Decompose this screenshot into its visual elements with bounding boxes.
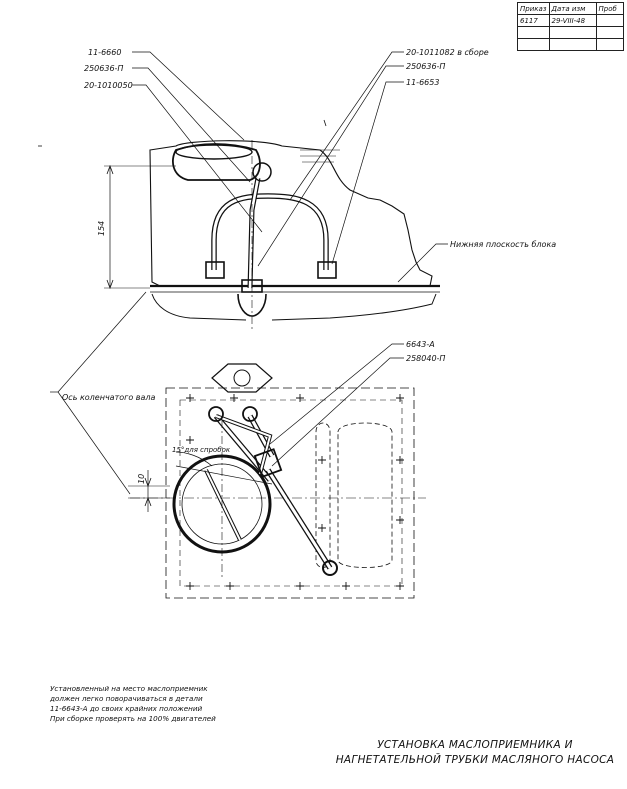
plan-tube-long-inner <box>266 469 332 569</box>
side-view <box>38 51 448 330</box>
leader-258040 <box>271 357 404 467</box>
stamp-row <box>517 38 624 51</box>
crank-window-right <box>337 422 393 568</box>
note-line: Установленный на место маслоприемник <box>50 684 208 693</box>
note-line: При сборке проверять на 100% двигателей <box>50 714 216 723</box>
leader-250636-right <box>257 65 404 267</box>
fitting-end <box>322 560 338 576</box>
leader-250636-left <box>132 67 251 183</box>
strainer-bar-inner <box>205 469 241 541</box>
elbow-fitting <box>252 162 272 182</box>
dimension-arrow-bottom <box>106 279 114 290</box>
oil-pan-contour <box>151 293 437 321</box>
note-line: 11-6643-А до своих крайних положений <box>50 704 203 713</box>
leader-11-6653 <box>331 81 404 265</box>
engine-block-outline <box>149 140 433 287</box>
title-line: УСТАНОВКА МАСЛОПРИЕМНИКА И <box>377 739 573 751</box>
oil-pump-cap <box>175 144 253 160</box>
revision-stamp-table: Приказ Дата изм Проб 6117 29-VIII-48 <box>517 2 624 51</box>
oil-tube-u <box>211 193 329 270</box>
angle-15-arc <box>175 451 213 467</box>
block-hatching <box>300 149 340 163</box>
callout-20-1011082: 20-1011082 в сборе <box>406 48 489 57</box>
leader-20-1011082 <box>289 51 404 201</box>
crankshaft-axis-label: Ось коленчатого вала <box>62 393 156 402</box>
oil-tube-u-inner <box>212 194 328 270</box>
stray-mark <box>323 119 327 127</box>
pump-flange-port <box>233 369 251 387</box>
leader-axis-to-side <box>57 291 147 393</box>
right-nut <box>317 261 337 279</box>
leader-lower-plane <box>397 243 448 283</box>
dimension-10-arrow <box>144 477 152 507</box>
fitting-a <box>208 406 224 422</box>
dimension-arrow-top <box>106 164 114 175</box>
left-nut <box>205 261 225 279</box>
bolt-marks <box>186 394 404 590</box>
stamp-cell <box>595 38 624 51</box>
dimension-10-label: 10 <box>137 474 146 484</box>
callout-11-6660: 11-6660 <box>88 48 121 57</box>
leader-6643-A <box>269 343 404 445</box>
fitting-b <box>242 406 258 422</box>
callout-258040: 258040-П <box>406 354 445 363</box>
stamp-header-row: Приказ Дата изм Проб <box>517 2 624 15</box>
plan-tube-diag-inner <box>215 415 272 475</box>
callout-250636-left: 250636-П <box>84 64 123 73</box>
fitting-c <box>253 448 283 478</box>
callout-20-1010050: 20-1010050 <box>84 81 133 90</box>
drawing-title: УСТАНОВКА МАСЛОПРИЕМНИКА И НАГНЕТАТЕЛЬНО… <box>330 738 620 768</box>
callout-11-6653: 11-6653 <box>406 78 439 87</box>
assembly-note: Установленный на место маслоприемник дол… <box>50 684 290 724</box>
title-line: НАГНЕТАТЕЛЬНОЙ ТРУБКИ МАСЛЯНОГО НАСОСА <box>335 754 615 766</box>
leader-axis-to-plan <box>57 391 131 495</box>
angle-15-line <box>175 465 273 485</box>
dimension-154-label: 154 <box>97 221 106 236</box>
note-line: должен легко поворачиваться в детали <box>50 694 203 703</box>
leader-11-6660 <box>132 51 245 141</box>
plan-view <box>50 291 426 599</box>
callout-250636-right: 250636-П <box>406 62 445 71</box>
leader-20-1010050 <box>132 84 263 233</box>
callout-6643-A: 6643-А <box>406 340 435 349</box>
block-plan-inner <box>179 399 403 587</box>
angle-15-label: 15°для спробок <box>172 446 231 454</box>
oil-pump-body <box>172 143 261 181</box>
pump-flange <box>211 363 273 393</box>
stamp-row <box>517 26 624 39</box>
lower-plane-label: Нижняя плоскость блока <box>450 240 556 249</box>
block-plan-outline <box>165 387 415 599</box>
